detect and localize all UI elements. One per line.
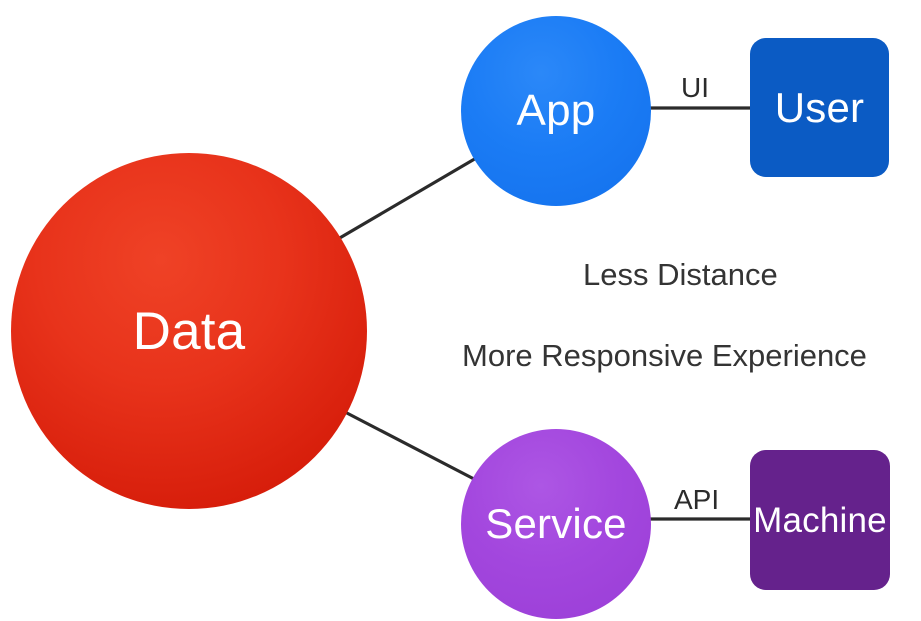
edge-data-service [342, 409, 475, 481]
edge-label-ui: UI [681, 72, 709, 103]
node-machine-label: Machine [753, 500, 887, 540]
node-service-label: Service [485, 500, 627, 547]
caption-more-responsive: More Responsive Experience [462, 338, 867, 373]
node-app-label: App [516, 86, 596, 135]
node-app[interactable]: App [461, 16, 651, 206]
node-data-label: Data [132, 301, 246, 361]
node-user-label: User [774, 83, 865, 131]
node-user[interactable]: User [750, 38, 889, 177]
node-machine[interactable]: Machine [750, 450, 890, 590]
node-data[interactable]: Data [11, 153, 367, 509]
node-service[interactable]: Service [461, 429, 651, 619]
edge-data-app [337, 155, 479, 241]
caption-less-distance: Less Distance [583, 257, 778, 292]
edge-label-api: API [674, 484, 720, 515]
